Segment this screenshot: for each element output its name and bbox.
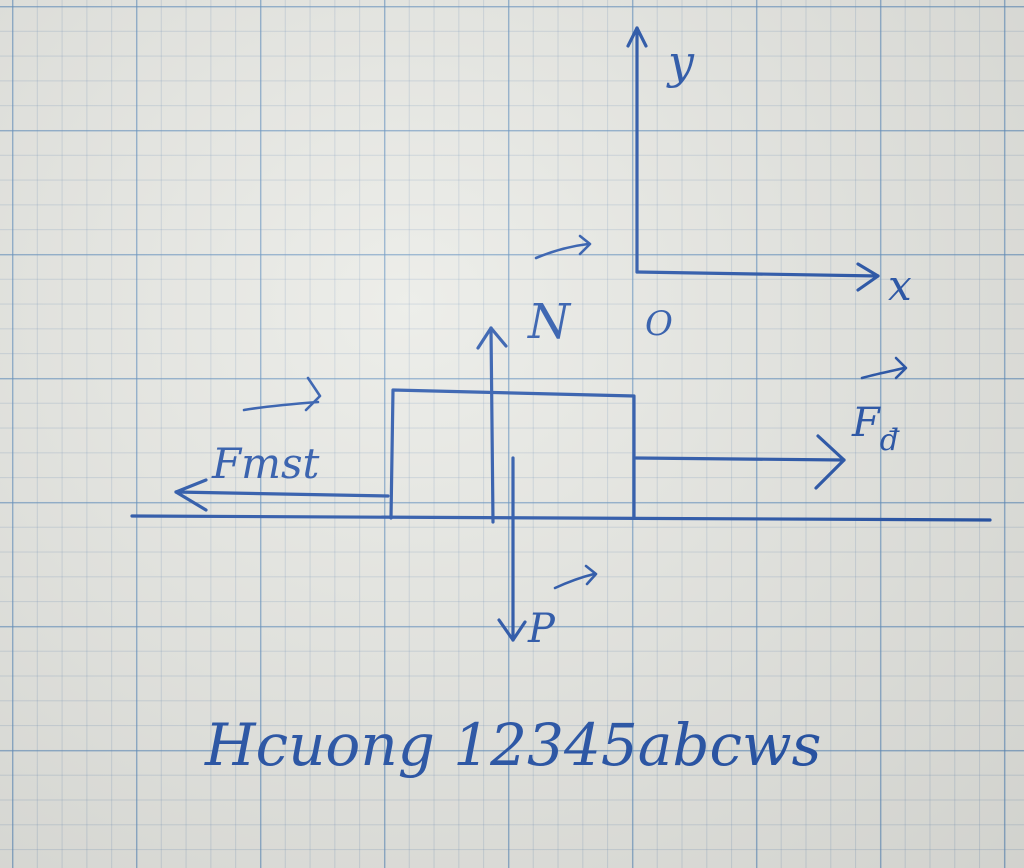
weight-vector-bar (553, 572, 596, 590)
y-axis-label: y (666, 35, 695, 89)
x-axis-label: x (888, 261, 912, 310)
friction-force-label: Fmst (211, 439, 320, 488)
x-axis (635, 270, 880, 278)
traction-force-arrow (634, 456, 846, 462)
friction-force-arrowhead (174, 478, 208, 512)
friction-force-vector-bar (242, 400, 320, 412)
traction-force-vector-bar (860, 366, 906, 380)
friction-force-vector-tip (304, 376, 322, 412)
traction-force-label: Fđ (851, 400, 900, 458)
weight-vector: P (497, 456, 598, 652)
handwritten-caption: Hcuong 12345abcws (204, 711, 821, 779)
traction-force-vector: Fđ (634, 356, 908, 490)
block (389, 388, 636, 520)
normal-force-label: N (527, 294, 572, 350)
normal-force-vector-bar (534, 242, 590, 260)
weight-vector-tip (584, 564, 598, 586)
weight-label: P (527, 606, 556, 652)
coordinate-axes: y x O (626, 26, 912, 344)
y-axis-arrowhead (626, 26, 648, 48)
friction-force-arrow (174, 490, 390, 498)
friction-force-vector: Fmst (174, 376, 390, 512)
normal-force-vector: N (476, 234, 592, 524)
normal-force-arrow (489, 326, 495, 524)
traction-force-arrowhead (814, 434, 846, 490)
origin-label: O (645, 304, 673, 344)
traction-force-vector-tip (894, 356, 908, 380)
ground-line (130, 514, 992, 522)
x-axis-arrowhead (856, 262, 880, 292)
normal-force-arrowhead (476, 326, 508, 350)
weight-arrowhead (497, 618, 527, 642)
normal-force-vector-tip (578, 234, 592, 256)
